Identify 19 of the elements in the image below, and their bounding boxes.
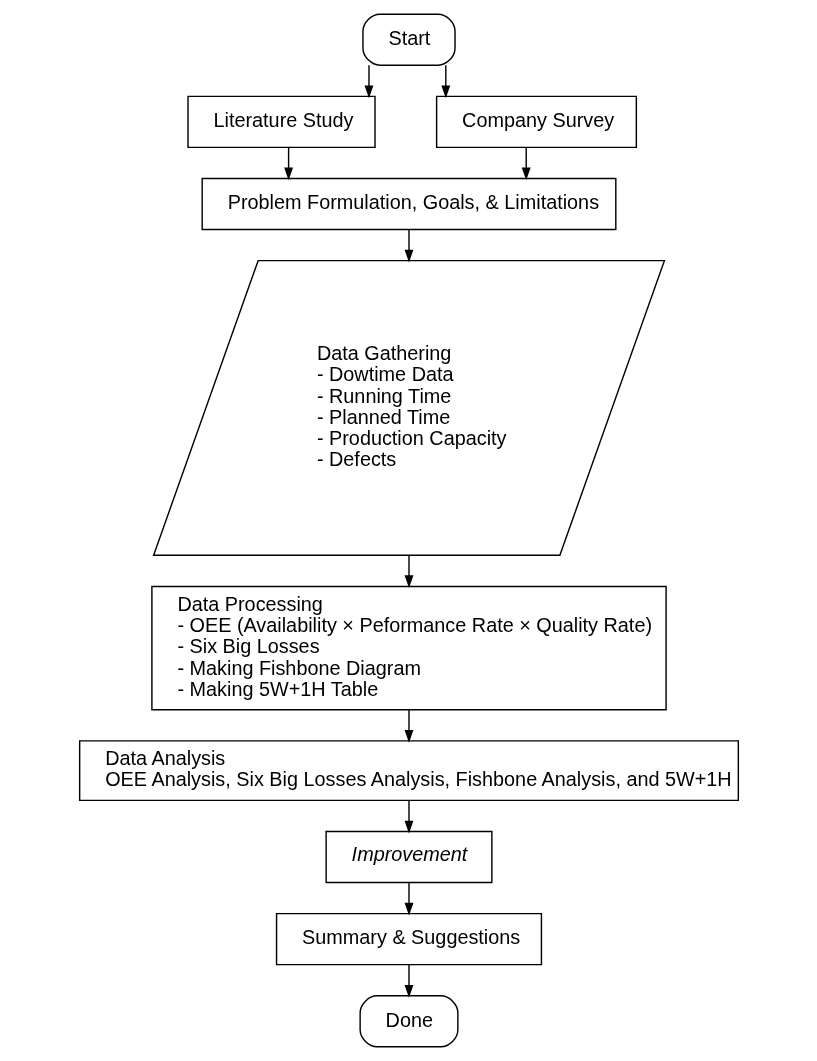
arrow: [404, 229, 413, 263]
node-box: Summary & Suggestions: [275, 912, 542, 966]
arrow: [404, 881, 413, 916]
node-box: Improvement: [324, 830, 493, 884]
arrow: [404, 800, 413, 834]
node-box: Data Processing - OEE (Availability × Peformance Rate × Quality Rate) - Six Big Losses - Making Fishbone Diagram - Making 5W+1H Table: [150, 585, 667, 711]
node-box: Start: [361, 13, 456, 66]
node-box: Literature Study: [186, 95, 376, 149]
arrow: [440, 64, 450, 99]
node-box: Done: [358, 995, 459, 1048]
node-box: Problem Formulation, Goals, & Limitations: [201, 177, 616, 231]
node-box: Company Survey: [435, 95, 637, 149]
arrow: [404, 964, 413, 998]
node-box: Data Analysis OEE Analysis, Six Big Losses Analysis, Fishbone Analysis, and 5W+1H: [78, 740, 739, 802]
arrow: [521, 146, 531, 181]
arrow: [404, 709, 413, 743]
arrow: [283, 146, 293, 181]
arrow: [364, 64, 373, 99]
arrow: [404, 555, 413, 589]
